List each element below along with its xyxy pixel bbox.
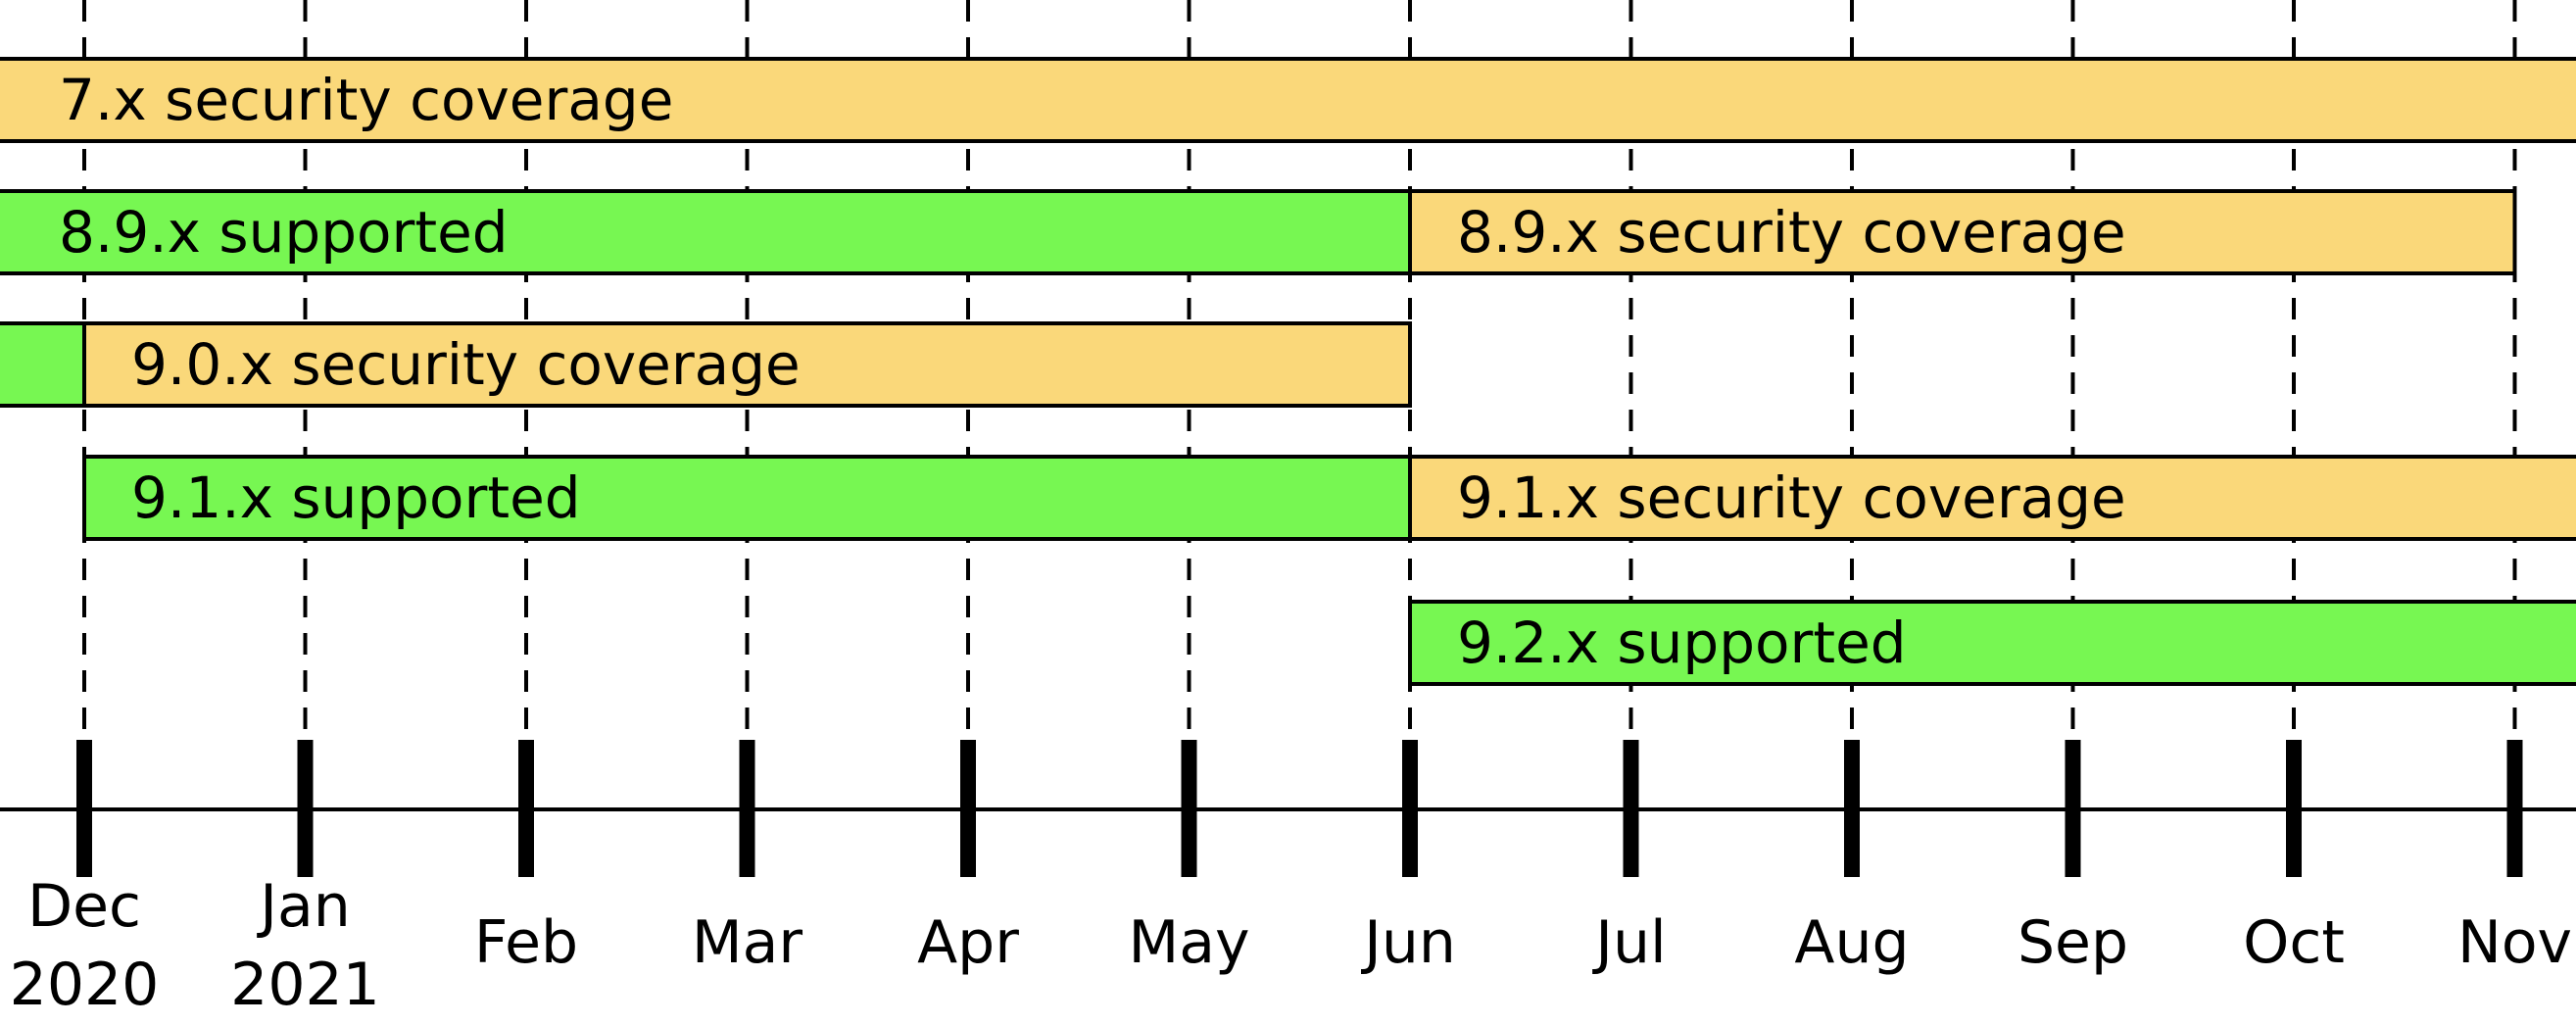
- tick-label-jul: Jul: [1591, 908, 1666, 977]
- bar-9-2-x-supported: [1408, 600, 2576, 686]
- tick-label-year-2020: 2020: [10, 951, 160, 1019]
- bar-row-2-segment-0: [0, 321, 86, 408]
- tick-label-mar: Mar: [692, 908, 803, 977]
- tick-jul: [1623, 740, 1639, 877]
- tick-label-may: May: [1128, 908, 1249, 977]
- bar-9-1-x-supported: [82, 455, 1412, 541]
- tick-aug: [1844, 740, 1860, 877]
- tick-mar: [739, 740, 755, 877]
- bar-9-0-x-security-coverage: [82, 321, 1412, 408]
- tick-nov: [2506, 740, 2523, 877]
- bar-7-x-security-coverage: [0, 57, 2576, 143]
- bar-8-9-x-security-coverage: [1408, 189, 2517, 275]
- bar-8-9-x-supported: [0, 189, 1412, 275]
- tick-jun: [1402, 740, 1418, 877]
- tick-label-apr: Apr: [917, 908, 1019, 977]
- release-bars: 7.x security coverage 8.9.x supported 8.9.…: [0, 57, 2576, 686]
- tick-label-oct: Oct: [2243, 908, 2345, 977]
- tick-apr: [960, 740, 976, 877]
- tick-label-jan: Jan: [256, 872, 351, 941]
- tick-feb: [518, 740, 534, 877]
- bar-label-9-1-x-supported: 9.1.x supported: [131, 464, 581, 531]
- tick-label-year-2021: 2021: [230, 951, 380, 1019]
- bar-label-8-9-x-supported: 8.9.x supported: [59, 199, 509, 266]
- tick-label-feb: Feb: [474, 908, 578, 977]
- bar-label-9-0-x-security-coverage: 9.0.x security coverage: [131, 331, 801, 398]
- bar-label-7-x-security-coverage: 7.x security coverage: [59, 67, 673, 133]
- tick-may: [1181, 740, 1197, 877]
- tick-label-dec: Dec: [27, 872, 141, 941]
- tick-label-jun: Jun: [1360, 908, 1456, 977]
- bar-label-8-9-x-security-coverage: 8.9.x security coverage: [1457, 199, 2126, 266]
- tick-oct: [2286, 740, 2302, 877]
- bar-label-9-1-x-security-coverage: 9.1.x security coverage: [1457, 464, 2126, 531]
- month-axis: Dec 2020 Jan 2021 Feb Mar Apr May Jun Jul Aug Sep Oc…: [0, 740, 2576, 1019]
- tick-label-aug: Aug: [1794, 908, 1909, 977]
- bar-9-1-x-security-coverage: [1408, 455, 2576, 541]
- tick-sep: [2065, 740, 2081, 877]
- tick-jan: [297, 740, 314, 877]
- bar-label-9-2-x-supported: 9.2.x supported: [1457, 610, 1907, 676]
- tick-dec: [76, 740, 92, 877]
- tick-label-sep: Sep: [2017, 908, 2128, 977]
- tick-label-nov: Nov: [2457, 908, 2572, 977]
